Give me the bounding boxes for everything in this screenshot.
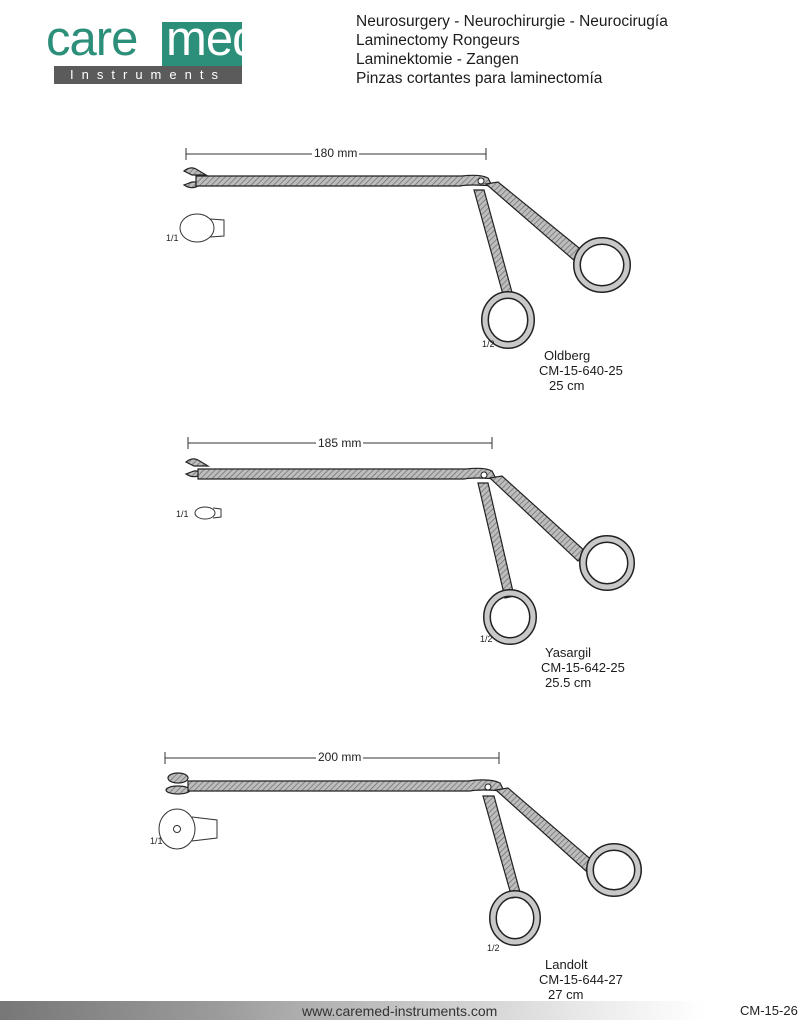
- logo-tagline: Instruments: [54, 66, 242, 84]
- footer-url: www.caremed-instruments.com: [302, 1003, 498, 1019]
- instrument-code: CM-15-640-25: [539, 363, 623, 378]
- instrument-code: CM-15-644-27: [539, 972, 623, 987]
- tip-scale-label: 1/1: [150, 836, 163, 846]
- caremed-logo: care med Instruments: [46, 12, 259, 86]
- instrument-size: 25 cm: [549, 378, 585, 393]
- instrument-size: 27 cm: [548, 987, 584, 1002]
- dimension-label: 180 mm: [312, 146, 360, 160]
- instrument-code: CM-15-642-25: [541, 660, 625, 675]
- logo-word-med: med: [166, 12, 259, 66]
- page-code: CM-15-26: [740, 1003, 798, 1018]
- logo-word-med-box: med: [162, 14, 259, 76]
- footer-bar: [0, 1001, 810, 1020]
- header-line-3: Laminektomie - Zangen: [356, 51, 519, 68]
- handle-scale-label: 1/2: [482, 339, 495, 349]
- dimension-label: 185 mm: [316, 436, 364, 450]
- instrument-name: Oldberg: [544, 348, 591, 363]
- logo-word-care: care: [46, 12, 138, 66]
- instrument-size: 25.5 cm: [545, 675, 592, 690]
- instrument-name: Landolt: [545, 957, 588, 972]
- tip-scale-label: 1/1: [176, 509, 189, 519]
- header-line-4: Pinzas cortantes para laminectomía: [356, 70, 603, 87]
- header-line-1: Neurosurgery - Neurochirurgie - Neurocir…: [356, 13, 668, 30]
- instrument-name: Yasargil: [545, 645, 592, 660]
- handle-scale-label: 1/2: [480, 634, 493, 644]
- header-line-2: Laminectomy Rongeurs: [356, 32, 520, 49]
- handle-scale-label: 1/2: [487, 943, 500, 953]
- footer-gradient: [0, 1001, 705, 1020]
- dimension-label: 200 mm: [316, 750, 364, 764]
- tip-scale-label: 1/1: [166, 233, 179, 243]
